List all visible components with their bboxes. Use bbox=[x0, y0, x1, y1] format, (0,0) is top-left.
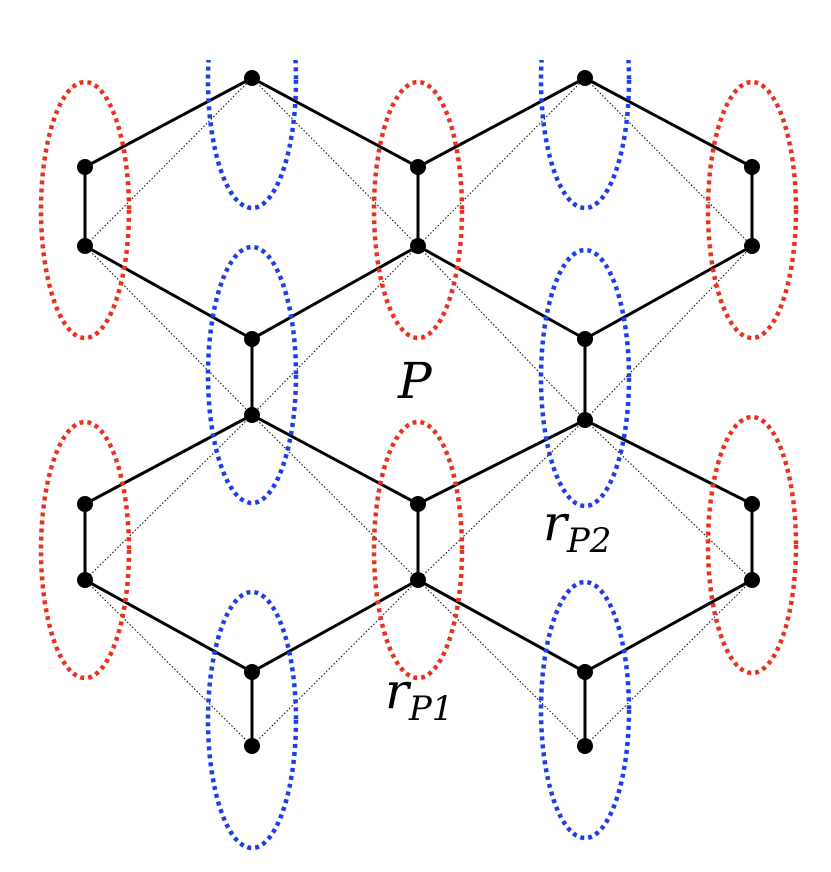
dotted-diagonal-lines bbox=[84, 77, 753, 747]
lattice-edge bbox=[83, 76, 254, 169]
lattice-edge bbox=[250, 244, 420, 341]
dotted-diagonal-line bbox=[251, 77, 419, 247]
lattice-edge bbox=[83, 413, 254, 506]
dotted-diagonal-line bbox=[417, 579, 586, 747]
dotted-diagonal-line bbox=[84, 77, 253, 247]
dotted-diagonal-line bbox=[584, 77, 753, 247]
lattice-vertices bbox=[77, 70, 760, 754]
lattice-vertex bbox=[744, 238, 760, 254]
plaquette-label: P bbox=[397, 352, 433, 410]
lattice-edge bbox=[250, 76, 420, 169]
lattice-edge bbox=[583, 578, 754, 674]
blue-dotted-ellipse bbox=[538, 579, 632, 841]
lattice-edge bbox=[416, 578, 587, 674]
lattice-edges bbox=[83, 76, 754, 748]
blue-dotted-ellipse bbox=[205, 589, 299, 851]
lattice-vertex bbox=[744, 159, 760, 175]
red-dotted-ellipse bbox=[371, 419, 465, 681]
r-p1-base: r bbox=[385, 662, 412, 720]
lattice-vertex bbox=[577, 664, 593, 680]
lattice-vertex bbox=[744, 572, 760, 588]
dotted-diagonal-line bbox=[417, 77, 586, 247]
lattice-vertex bbox=[744, 496, 760, 512]
lattice-edge bbox=[583, 418, 754, 506]
lattice-vertex bbox=[244, 331, 260, 347]
red-dotted-ellipse bbox=[705, 79, 799, 341]
blue-dotted-ellipse bbox=[538, 60, 632, 211]
lattice-vertex bbox=[410, 238, 426, 254]
lattice-edge bbox=[416, 244, 587, 341]
lattice-vertex bbox=[77, 159, 93, 175]
r-p2-base: r bbox=[543, 494, 570, 552]
dotted-diagonal-line bbox=[584, 419, 753, 581]
r-p2-label: rP2 bbox=[543, 494, 611, 561]
lattice-vertex bbox=[244, 407, 260, 423]
lattice-edge bbox=[416, 418, 587, 506]
dotted-diagonal-line bbox=[584, 245, 753, 421]
lattice-edge bbox=[416, 76, 587, 169]
dotted-diagonal-line bbox=[84, 579, 253, 747]
dotted-diagonal-line bbox=[417, 419, 586, 581]
lattice-vertex bbox=[410, 159, 426, 175]
lattice-edge bbox=[250, 413, 420, 506]
blue-dotted-ellipse bbox=[205, 244, 299, 506]
dotted-diagonal-line bbox=[251, 245, 419, 416]
red-dotted-ellipse bbox=[705, 414, 799, 676]
blue-dotted-ellipse bbox=[205, 60, 299, 211]
dotted-diagonal-line bbox=[251, 579, 419, 747]
r-p2-subscript: P2 bbox=[566, 521, 612, 561]
red-dotted-ellipse bbox=[371, 79, 465, 341]
lattice-vertex bbox=[244, 70, 260, 86]
lattice-vertex bbox=[577, 738, 593, 754]
lattice-vertex bbox=[244, 664, 260, 680]
lattice-vertex bbox=[244, 738, 260, 754]
red-dotted-ellipse bbox=[38, 79, 132, 341]
lattice-vertex bbox=[77, 572, 93, 588]
dotted-diagonal-line bbox=[84, 245, 253, 416]
red-dotted-ellipse bbox=[38, 419, 132, 681]
lattice-edge bbox=[83, 244, 254, 341]
lattice-vertex bbox=[410, 572, 426, 588]
dotted-diagonal-line bbox=[417, 245, 586, 421]
blue-dotted-ellipse bbox=[538, 247, 632, 509]
dotted-diagonal-line bbox=[584, 579, 753, 747]
lattice-vertex bbox=[577, 412, 593, 428]
lattice-edge bbox=[83, 578, 254, 674]
lattice-vertex bbox=[577, 70, 593, 86]
r-p1-subscript: P1 bbox=[408, 689, 454, 729]
lattice-edge bbox=[583, 76, 754, 169]
lattice-vertex bbox=[577, 331, 593, 347]
lattice-edge bbox=[250, 578, 420, 674]
lattice-vertex bbox=[77, 238, 93, 254]
r-p1-label: rP1 bbox=[385, 662, 453, 729]
dotted-diagonal-line bbox=[251, 414, 419, 581]
dotted-ellipses bbox=[38, 60, 799, 851]
lattice-vertex bbox=[410, 496, 426, 512]
lattice-vertex bbox=[77, 496, 93, 512]
lattice-edge bbox=[583, 244, 754, 341]
dotted-diagonal-line bbox=[84, 414, 253, 581]
